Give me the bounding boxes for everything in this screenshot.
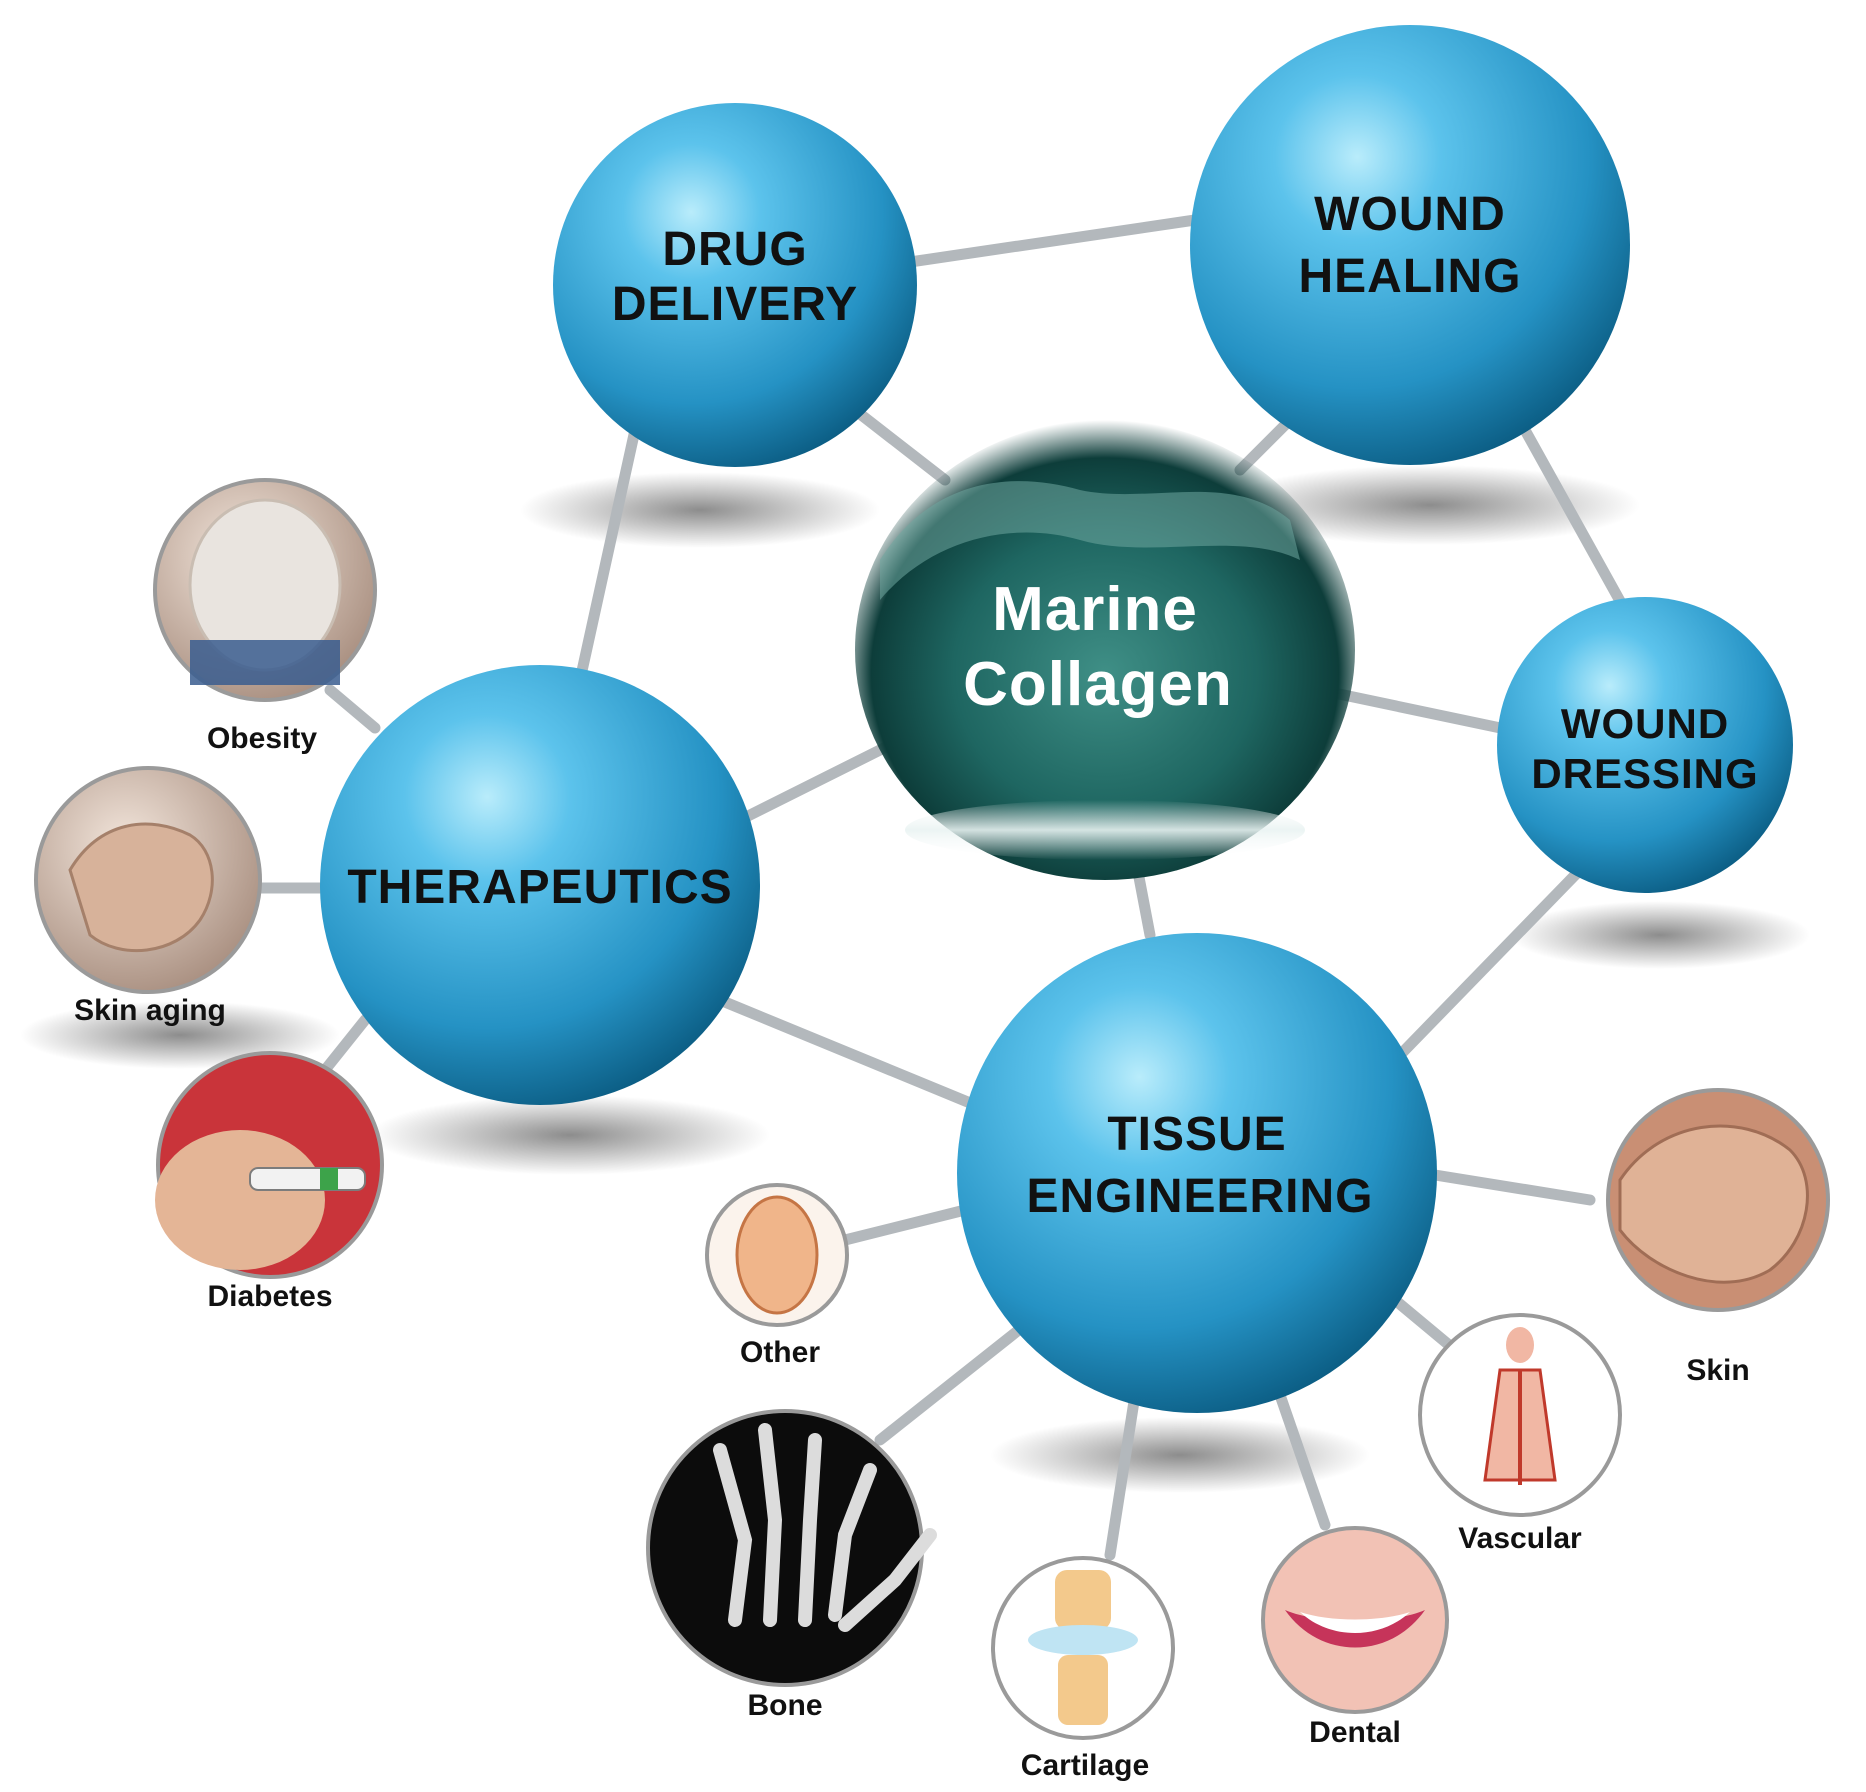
- dental-label: Dental: [1309, 1716, 1401, 1749]
- skin-hand-icon: [1618, 1124, 1809, 1284]
- vascular-target: Vascular: [1418, 1313, 1622, 1555]
- center-label-line2: Collagen: [963, 650, 1233, 719]
- therapeutics-label: THERAPEUTICS: [347, 861, 732, 914]
- wound-dressing-shadow: [1510, 901, 1810, 969]
- dental-target: Dental: [1261, 1526, 1449, 1749]
- bone-target: Bone: [646, 1409, 937, 1722]
- drug-delivery-shadow: [520, 472, 880, 548]
- diabetes-target: Diabetes: [155, 1051, 384, 1313]
- wound-healing-shadow: [1220, 465, 1640, 545]
- connector-tissue-cartilage: [1104, 1389, 1141, 1561]
- insulin-pen-icon: [249, 1167, 366, 1191]
- skin-aging-label: Skin aging: [74, 994, 226, 1027]
- cartilage-label: Cartilage: [1021, 1749, 1149, 1782]
- connector-tissue-bone: [874, 1319, 1031, 1446]
- connector-therapeutics-obesity: [324, 684, 381, 734]
- therapeutics-shadow: [370, 1095, 770, 1175]
- skin-label: Skin: [1686, 1354, 1749, 1387]
- wound-dressing-label-line1: WOUND: [1561, 700, 1729, 747]
- marine-collagen-node: Marine Collagen: [855, 420, 1355, 880]
- skin-aging-target: Skin aging: [34, 766, 262, 1027]
- connector-center-dressing: [1314, 684, 1516, 736]
- head-icon: [1506, 1327, 1534, 1363]
- skin-patch-icon: [155, 1130, 325, 1270]
- jeans-icon: [190, 640, 340, 685]
- therapeutics-node: THERAPEUTICS: [320, 665, 760, 1105]
- bone-label: Bone: [748, 1689, 823, 1722]
- wound-dressing-node: WOUND DRESSING: [1497, 597, 1793, 893]
- wound-healing-label-line2: HEALING: [1299, 250, 1522, 303]
- skin-target: Skin: [1606, 1088, 1830, 1387]
- cartilage-disc-icon: [1028, 1625, 1138, 1655]
- cartilage-target: Cartilage: [991, 1556, 1175, 1782]
- drug-delivery-sphere: [553, 103, 917, 467]
- tibia-icon: [1058, 1655, 1108, 1725]
- wave-crest-icon: [880, 481, 1300, 600]
- connector-tissue-skin: [1429, 1169, 1596, 1206]
- connector-healing-dressing: [1519, 424, 1631, 616]
- torso-organs-icon: [735, 1195, 819, 1315]
- connector-drug-center: [849, 404, 951, 486]
- wound-dressing-label-line2: DRESSING: [1531, 750, 1758, 797]
- therapeutics-sphere: [320, 665, 760, 1105]
- insulin-pen-band: [320, 1168, 338, 1190]
- wound-healing-node: WOUND HEALING: [1190, 25, 1630, 465]
- connectors: [254, 214, 1631, 1561]
- center-label-line1: Marine: [992, 575, 1198, 644]
- tissue-engineering-label-line2: ENGINEERING: [1026, 1170, 1373, 1223]
- tissue-engineering-node: TISSUE ENGINEERING: [957, 933, 1437, 1413]
- wound-healing-sphere: [1190, 25, 1630, 465]
- obesity-label: Obesity: [207, 722, 317, 755]
- connector-tissue-other: [839, 1204, 971, 1246]
- obesity-target: Obesity: [153, 478, 377, 755]
- drug-delivery-label-line2: DELIVERY: [612, 278, 858, 331]
- connector-center-therapeutics: [734, 734, 906, 826]
- connector-therapeutics-diabetes: [319, 1014, 371, 1076]
- xray-hand-icon: [713, 1423, 937, 1632]
- teeth-icon: [1300, 1612, 1410, 1633]
- connector-therapeutics-tissue: [714, 994, 981, 1111]
- bone-thumbnail: [646, 1409, 924, 1687]
- tissue-engineering-shadow: [990, 1417, 1370, 1493]
- connector-dressing-tissue: [1394, 864, 1586, 1061]
- femur-icon: [1055, 1570, 1111, 1630]
- tissue-engineering-label-line1: TISSUE: [1107, 1108, 1286, 1161]
- wound-healing-label-line1: WOUND: [1314, 188, 1506, 241]
- other-target: Other: [705, 1183, 849, 1369]
- drug-delivery-node: DRUG DELIVERY: [553, 103, 917, 467]
- diabetes-label: Diabetes: [207, 1280, 332, 1313]
- wave-foam-icon: [905, 800, 1305, 860]
- connector-tissue-vascular: [1389, 1294, 1461, 1356]
- tissue-engineering-sphere: [957, 933, 1437, 1413]
- connector-drug-wound: [904, 214, 1201, 268]
- aged-hands-icon: [68, 822, 214, 953]
- connector-drug-therapeutics: [574, 424, 641, 686]
- wound-dressing-sphere: [1497, 597, 1793, 893]
- connector-tissue-dental: [1274, 1389, 1331, 1531]
- other-label: Other: [740, 1336, 820, 1369]
- drug-delivery-label-line1: DRUG: [662, 223, 807, 276]
- vascular-label: Vascular: [1458, 1522, 1582, 1555]
